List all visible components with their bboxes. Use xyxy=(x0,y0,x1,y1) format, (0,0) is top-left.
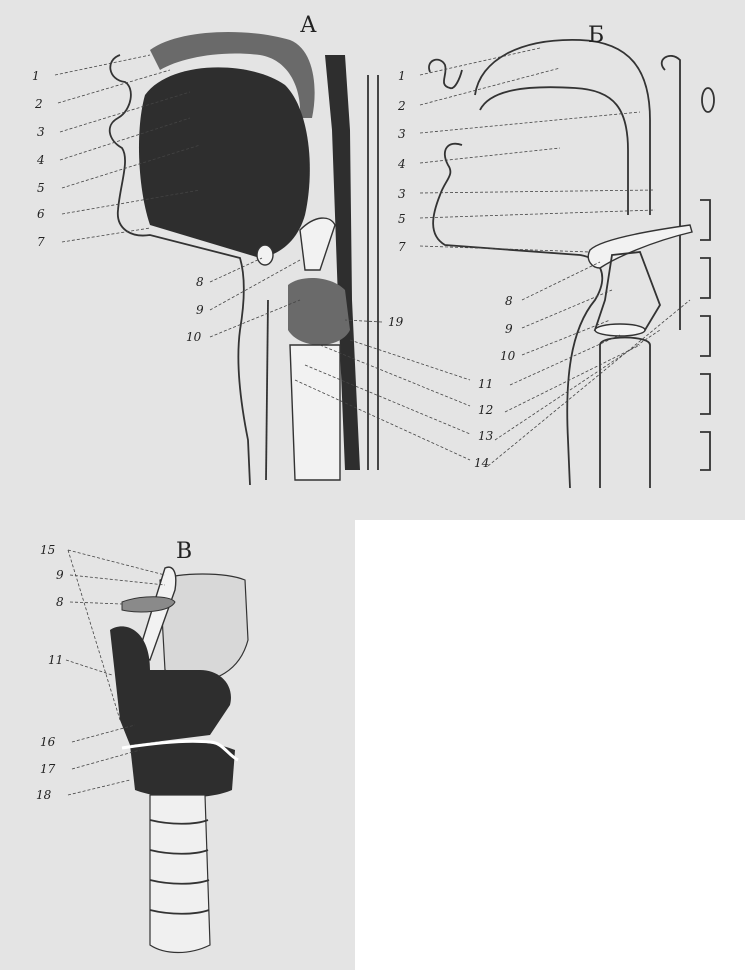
callout-b-3b: 3 xyxy=(398,187,406,201)
larynx-a xyxy=(288,278,350,345)
callout-a-1: 1 xyxy=(32,69,40,83)
figure-panel-v: В 15 9 8 11 16 17 18 xyxy=(0,520,355,970)
callout-b-2: 2 xyxy=(397,99,406,113)
callout-v-8: 8 xyxy=(56,595,64,609)
callout-a-7: 7 xyxy=(37,235,45,249)
callout-a-6: 6 xyxy=(37,207,45,221)
vertebra-4-b xyxy=(700,374,710,414)
callout-v-18: 18 xyxy=(36,788,52,802)
figure-panel-a-b: А 1 2 3 4 5 6 7 8 9 10 19 xyxy=(0,0,745,520)
vertebra-3-b xyxy=(700,316,710,356)
callout-a-5: 5 xyxy=(37,181,45,195)
trachea-v xyxy=(150,795,210,953)
callout-b-12: 12 xyxy=(478,403,493,417)
panel-v-illustration: В xyxy=(110,539,248,953)
palate-arch-inner-b xyxy=(480,87,628,215)
trachea-a xyxy=(290,345,340,480)
panel-b-illustration: Б xyxy=(429,23,714,488)
trachea-b xyxy=(600,338,650,489)
glottis-b xyxy=(595,324,645,336)
callout-a-2: 2 xyxy=(34,97,43,111)
epiglottis-a xyxy=(300,218,335,270)
callout-b-5: 5 xyxy=(398,212,406,226)
esophagus-a xyxy=(266,300,268,480)
panel-v-label: В xyxy=(176,539,192,564)
callout-b-7: 7 xyxy=(398,240,406,254)
panel-a-label: А xyxy=(300,13,317,38)
epiglottis-b xyxy=(588,225,692,268)
panel-a-illustration: А xyxy=(110,13,378,485)
panel-v-numbers: 15 9 8 11 16 17 18 xyxy=(36,543,64,802)
callout-b-3: 3 xyxy=(398,127,406,141)
tongue-mass xyxy=(139,67,310,258)
callout-b-11: 11 xyxy=(478,377,493,391)
callout-a-10: 10 xyxy=(186,330,202,344)
callout-b-9: 9 xyxy=(505,322,513,336)
callout-b-14: 14 xyxy=(474,456,489,470)
callout-v-9: 9 xyxy=(56,568,64,582)
cricoid-v xyxy=(130,741,235,797)
face-outline-b xyxy=(433,144,602,488)
callout-b-10: 10 xyxy=(500,349,516,363)
callout-a-8: 8 xyxy=(196,275,204,289)
vertebra-1-b xyxy=(700,200,710,240)
callout-v-16: 16 xyxy=(40,735,56,749)
nose-outline-b xyxy=(429,60,462,89)
callout-b-13: 13 xyxy=(478,429,494,443)
callout-v-15: 15 xyxy=(40,543,55,557)
pharynx-wall-b xyxy=(662,56,680,330)
callout-a-3: 3 xyxy=(37,125,45,139)
palate-arch-outer-b xyxy=(475,40,650,215)
callout-b-8: 8 xyxy=(505,294,513,308)
larynx-diagram: В 15 9 8 11 16 17 18 xyxy=(0,520,355,970)
callout-b-4: 4 xyxy=(397,157,406,171)
callout-v-11: 11 xyxy=(48,653,63,667)
callout-a-9: 9 xyxy=(196,303,204,317)
vertebra-5-b xyxy=(700,432,710,470)
callout-a-4: 4 xyxy=(36,153,45,167)
callout-a-19: 19 xyxy=(388,315,404,329)
sagittal-diagram: А 1 2 3 4 5 6 7 8 9 10 19 xyxy=(0,0,745,520)
vertebra-2-b xyxy=(700,258,710,298)
vertebra-top-b xyxy=(702,88,714,112)
hyoid-a xyxy=(257,245,273,265)
panel-b-label: Б xyxy=(588,23,604,48)
callout-b-1: 1 xyxy=(398,69,406,83)
callout-v-17: 17 xyxy=(40,762,56,776)
